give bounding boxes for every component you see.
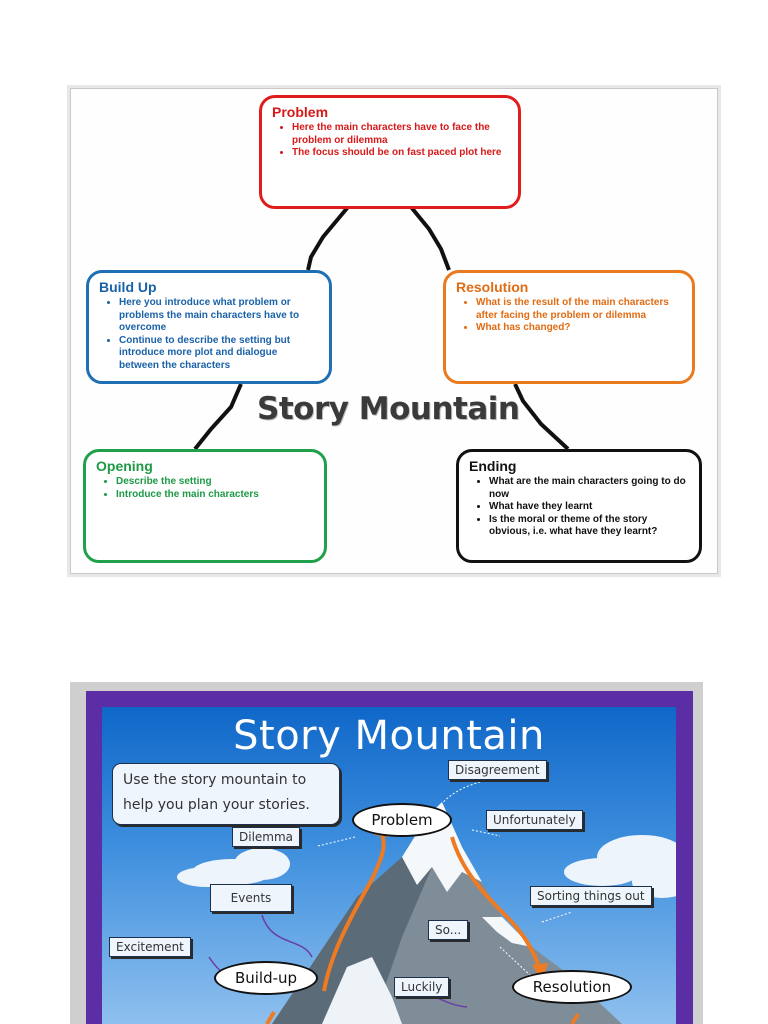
problem-point: Here the main characters have to face th…	[292, 122, 508, 147]
opening-title: Opening	[96, 458, 153, 474]
opening-point: Introduce the main characters	[116, 489, 314, 502]
note-events: Events	[210, 884, 292, 912]
oval-resolution: Resolution	[512, 970, 632, 1004]
opening-box: Opening Describe the setting Introduce t…	[83, 449, 327, 563]
mountain-line-right-upper	[409, 205, 451, 271]
problem-point: The focus should be on fast paced plot h…	[292, 147, 508, 160]
ending-point: Is the moral or theme of the story obvio…	[489, 514, 689, 539]
connector-line	[499, 946, 533, 978]
build-up-point: Here you introduce what problem or probl…	[119, 297, 319, 335]
poster-sky: Story Mountain Use the story mountain to…	[102, 707, 676, 1024]
connector-line	[471, 829, 501, 837]
resolution-point: What is the result of the main character…	[476, 297, 682, 322]
ending-point: What have they learnt	[489, 501, 689, 514]
mountain-snow	[482, 917, 532, 947]
note-disagreement: Disagreement	[448, 760, 547, 780]
resolution-box: Resolution What is the result of the mai…	[443, 270, 695, 384]
note-excitement: Excitement	[109, 937, 191, 957]
mountain-line-right-lower	[513, 383, 570, 451]
mountain-snow	[402, 802, 482, 892]
opening-point: Describe the setting	[116, 476, 314, 489]
build-up-box: Build Up Here you introduce what problem…	[86, 270, 332, 384]
problem-box: Problem Here the main characters have to…	[259, 95, 521, 209]
mountain-snow	[322, 957, 402, 1024]
cloud-icon	[177, 848, 290, 887]
note-dilemma: Dilemma	[232, 827, 301, 847]
mountain-shadow	[272, 802, 442, 1024]
story-mountain-heading: Story Mountain	[257, 391, 520, 427]
mountain-line-left-lower	[193, 383, 243, 451]
connector-line	[261, 914, 313, 958]
intro-note: Use the story mountain to help you plan …	[112, 763, 340, 825]
build-up-point: Continue to describe the setting but int…	[119, 335, 319, 373]
mountain-illustration	[177, 781, 676, 1024]
story-mountain-diagram: Problem Here the main characters have to…	[70, 88, 718, 574]
ending-box: Ending What are the main characters goin…	[456, 449, 702, 563]
note-so: So...	[428, 920, 469, 940]
resolution-title: Resolution	[456, 279, 529, 295]
ending-title: Ending	[469, 458, 517, 474]
connector-line	[317, 836, 356, 847]
mountain-outline	[193, 205, 570, 451]
mountain-line-left-upper	[306, 205, 350, 271]
oval-problem: Problem	[352, 803, 452, 837]
story-mountain-poster: Story Mountain Use the story mountain to…	[70, 682, 703, 1024]
connector-line	[541, 911, 573, 923]
note-sorting-things-out: Sorting things out	[530, 886, 652, 906]
poster-title: Story Mountain	[233, 713, 545, 759]
oval-build-up: Build-up	[214, 961, 318, 995]
arrow-up-path	[322, 834, 386, 992]
problem-title: Problem	[272, 104, 329, 120]
arrow-down-path	[450, 836, 542, 970]
ending-point: What are the main characters going to do…	[489, 476, 689, 501]
resolution-point: What has changed?	[476, 322, 682, 335]
connector-line	[431, 781, 481, 819]
note-luckily: Luckily	[394, 977, 450, 997]
arrow-bottom-left	[265, 1010, 276, 1024]
build-up-title: Build Up	[99, 279, 157, 295]
note-unfortunately: Unfortunately	[486, 810, 583, 830]
poster-frame: Story Mountain Use the story mountain to…	[86, 691, 693, 1024]
arrow-bottom-right	[570, 1012, 580, 1024]
